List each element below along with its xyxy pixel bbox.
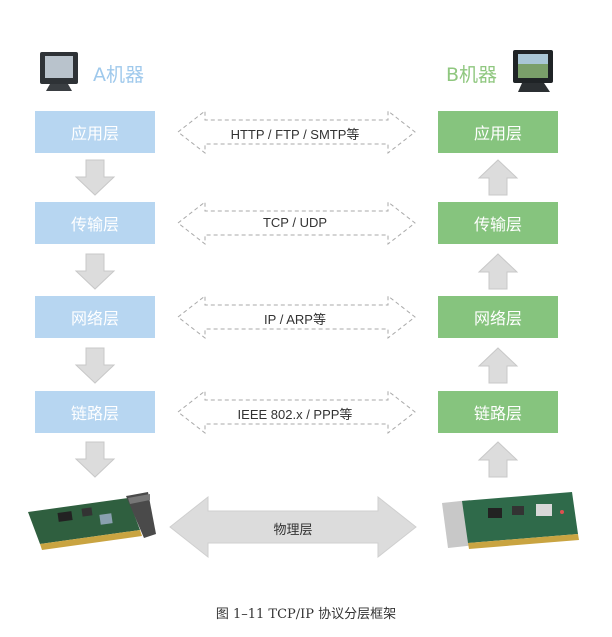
b-layer-network: 网络层 bbox=[438, 296, 558, 338]
up-arrow-icon bbox=[477, 441, 519, 478]
protocol-arrow-link bbox=[177, 389, 416, 435]
up-arrow-icon bbox=[477, 253, 519, 290]
figure-caption: 图 1–11 TCP/IP 协议分层框架 bbox=[215, 607, 397, 622]
protocol-label-link: IEEE 802.x / PPP等 bbox=[237, 407, 353, 422]
physical-layer-label: 物理层 bbox=[273, 523, 313, 538]
up-arrow-icon bbox=[477, 159, 519, 196]
up-arrow-icon bbox=[477, 347, 519, 384]
machine-b-label: B机器 bbox=[446, 64, 498, 86]
monitor-icon bbox=[40, 52, 78, 91]
protocol-arrow-application bbox=[177, 109, 416, 155]
protocol-label-transport: TCP / UDP bbox=[262, 215, 328, 230]
down-arrow-icon bbox=[74, 347, 116, 384]
network-card-icon bbox=[28, 492, 156, 550]
down-arrow-icon bbox=[74, 159, 116, 196]
a-layer-network: 网络层 bbox=[35, 296, 155, 338]
a-layer-transport: 传输层 bbox=[35, 202, 155, 244]
b-layer-transport: 传输层 bbox=[438, 202, 558, 244]
down-arrow-icon bbox=[74, 441, 116, 478]
b-layer-link: 链路层 bbox=[438, 391, 558, 433]
protocol-label-application: HTTP / FTP / SMTP等 bbox=[230, 127, 360, 142]
machine-a-label: A机器 bbox=[93, 64, 144, 86]
monitor-icon bbox=[513, 50, 553, 92]
protocol-arrow-transport bbox=[177, 200, 416, 246]
a-layer-application: 应用层 bbox=[35, 111, 155, 153]
a-layer-link: 链路层 bbox=[35, 391, 155, 433]
protocol-arrow-network bbox=[177, 294, 416, 340]
b-layer-application: 应用层 bbox=[438, 111, 558, 153]
physical-arrow bbox=[169, 495, 417, 559]
network-card-icon bbox=[442, 492, 579, 549]
down-arrow-icon bbox=[74, 253, 116, 290]
protocol-label-network: IP / ARP等 bbox=[264, 312, 326, 327]
